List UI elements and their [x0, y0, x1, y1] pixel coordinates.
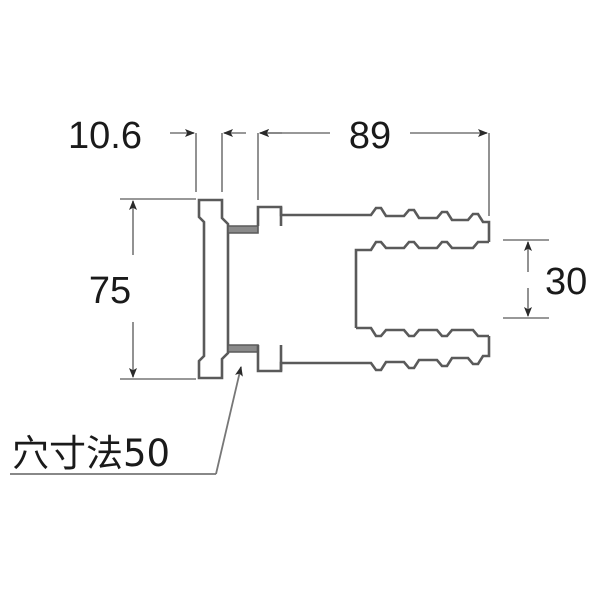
annotation-label-hole-size: 穴寸法50: [12, 432, 170, 475]
barb-body-lower-profile: [279, 336, 491, 372]
upper-seat-band: [227, 225, 259, 234]
part-geometry: [197, 198, 491, 380]
dimension-75: 75: [89, 198, 196, 380]
barb-body-upper-profile: [279, 206, 491, 242]
lower-seat-band: [227, 344, 259, 353]
dimension-30: 30: [503, 239, 587, 319]
dimension-label-75: 75: [89, 270, 131, 312]
dimension-label-10-6: 10.6: [68, 115, 142, 157]
annotation-hole-size: 穴寸法50: [10, 366, 243, 475]
neck-collar-upper: [256, 205, 283, 226]
bore-inner-lower: [356, 326, 489, 338]
flange-plate-outline: [197, 198, 230, 380]
note-leader-line: [215, 366, 243, 475]
dimension-label-30: 30: [545, 261, 587, 303]
dimension-label-89: 89: [349, 115, 391, 157]
neck-collar-lower: [256, 345, 283, 373]
dimension-10-6: 10.6: [68, 115, 282, 200]
dimension-89: 89: [259, 115, 490, 216]
bore-inner-upper: [354, 240, 489, 328]
